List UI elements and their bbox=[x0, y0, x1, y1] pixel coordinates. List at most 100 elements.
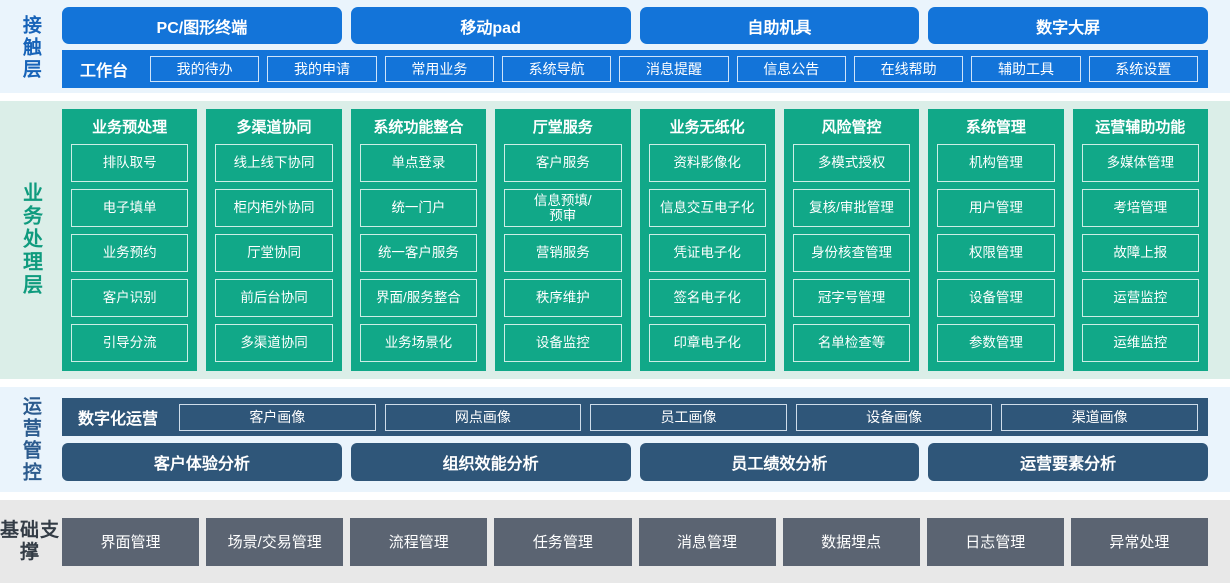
portrait-item-customer[interactable]: 客户画像 bbox=[179, 403, 376, 431]
base-item-message-management[interactable]: 消息管理 bbox=[638, 517, 776, 566]
business-column-preprocess: 业务预处理 排队取号 电子填单 业务预约 客户识别 引导分流 bbox=[62, 108, 198, 371]
business-item[interactable]: 线上线下协同 bbox=[215, 143, 333, 182]
operations-layer-body: 数字化运营 客户画像 网点画像 员工画像 设备画像 渠道画像 客户体验分析 组织… bbox=[60, 393, 1230, 487]
analysis-item-operation-factors[interactable]: 运营要素分析 bbox=[928, 443, 1208, 482]
business-item[interactable]: 考培管理 bbox=[1081, 188, 1199, 227]
analysis-item-org-efficiency[interactable]: 组织效能分析 bbox=[350, 443, 631, 482]
portrait-item-device[interactable]: 设备画像 bbox=[795, 403, 993, 431]
business-item[interactable]: 信息预填/ 预审 bbox=[504, 188, 622, 227]
base-item-data-tracking[interactable]: 数据埋点 bbox=[782, 517, 920, 566]
business-item[interactable]: 复核/审批管理 bbox=[792, 188, 911, 227]
business-item[interactable]: 冠字号管理 bbox=[792, 278, 911, 317]
operations-layer-label: 运营管控 bbox=[0, 393, 60, 487]
workbench-item-announcement[interactable]: 信息公告 bbox=[736, 56, 846, 83]
business-item[interactable]: 设备监控 bbox=[504, 323, 622, 362]
operations-layer: 运营管控 数字化运营 客户画像 网点画像 员工画像 设备画像 渠道画像 客户体验… bbox=[0, 386, 1230, 493]
business-item[interactable]: 前后台协同 bbox=[215, 278, 333, 317]
portrait-item-branch[interactable]: 网点画像 bbox=[384, 403, 582, 431]
touch-layer-label: 接触层 bbox=[0, 6, 60, 89]
business-layer-label: 业务处理层 bbox=[0, 109, 60, 371]
channel-row: PC/图形终端 移动pad 自助机具 数字大屏 bbox=[60, 7, 1230, 45]
base-item-scene-transaction-management[interactable]: 场景/交易管理 bbox=[206, 517, 344, 566]
business-item[interactable]: 故障上报 bbox=[1081, 233, 1199, 272]
business-column-title: 系统功能整合 bbox=[373, 118, 464, 136]
business-item[interactable]: 业务预约 bbox=[71, 233, 189, 272]
business-item[interactable]: 客户识别 bbox=[71, 278, 189, 317]
business-item[interactable]: 排队取号 bbox=[71, 143, 189, 182]
business-item[interactable]: 营销服务 bbox=[504, 233, 622, 272]
workbench-item-aux-tools[interactable]: 辅助工具 bbox=[971, 56, 1081, 83]
business-item[interactable]: 名单检查等 bbox=[792, 323, 911, 362]
business-item[interactable]: 统一客户服务 bbox=[359, 233, 478, 272]
business-item[interactable]: 印章电子化 bbox=[648, 323, 766, 362]
workbench-item-common-business[interactable]: 常用业务 bbox=[384, 56, 494, 83]
workbench-item-system-settings[interactable]: 系统设置 bbox=[1088, 56, 1198, 83]
business-item[interactable]: 设备管理 bbox=[937, 278, 1055, 317]
business-column-items: 资料影像化 信息交互电子化 凭证电子化 签名电子化 印章电子化 bbox=[648, 143, 766, 362]
business-layer-body: 业务预处理 排队取号 电子填单 业务预约 客户识别 引导分流 多渠道协同 线上线… bbox=[60, 108, 1230, 371]
business-item[interactable]: 电子填单 bbox=[71, 188, 189, 227]
business-column-lobby-service: 厅堂服务 客户服务 信息预填/ 预审 营销服务 秩序维护 设备监控 bbox=[495, 108, 631, 371]
business-column-title: 业务无纸化 bbox=[669, 118, 745, 136]
business-column-title: 运营辅助功能 bbox=[1095, 118, 1186, 136]
base-support-row: 界面管理 场景/交易管理 流程管理 任务管理 消息管理 数据埋点 日志管理 异常… bbox=[62, 517, 1208, 566]
business-column-items: 排队取号 电子填单 业务预约 客户识别 引导分流 bbox=[71, 143, 189, 362]
base-item-ui-management[interactable]: 界面管理 bbox=[62, 517, 200, 566]
business-item[interactable]: 运营监控 bbox=[1081, 278, 1199, 317]
base-item-log-management[interactable]: 日志管理 bbox=[926, 517, 1064, 566]
workbench-item-my-todo[interactable]: 我的待办 bbox=[150, 56, 260, 83]
workbench-item-system-nav[interactable]: 系统导航 bbox=[502, 56, 612, 83]
base-item-process-management[interactable]: 流程管理 bbox=[350, 517, 488, 566]
analysis-item-employee-performance[interactable]: 员工绩效分析 bbox=[639, 443, 920, 482]
business-item[interactable]: 身份核查管理 bbox=[792, 233, 911, 272]
business-item[interactable]: 凭证电子化 bbox=[648, 233, 766, 272]
workbench-item-message-alert[interactable]: 消息提醒 bbox=[619, 56, 729, 83]
base-item-task-management[interactable]: 任务管理 bbox=[494, 517, 632, 566]
touch-layer: 接触层 PC/图形终端 移动pad 自助机具 数字大屏 工作台 我的待办 我的申… bbox=[0, 0, 1230, 94]
business-item[interactable]: 用户管理 bbox=[937, 188, 1055, 227]
business-item[interactable]: 资料影像化 bbox=[648, 143, 766, 182]
business-item[interactable]: 客户服务 bbox=[504, 143, 622, 182]
business-item[interactable]: 参数管理 bbox=[937, 323, 1055, 362]
business-item[interactable]: 多渠道协同 bbox=[215, 323, 333, 362]
business-item[interactable]: 多媒体管理 bbox=[1081, 143, 1199, 182]
base-support-layer-label: 基础支撑 bbox=[0, 508, 60, 575]
business-item[interactable]: 厅堂协同 bbox=[215, 233, 333, 272]
workbench-title: 工作台 bbox=[80, 63, 129, 81]
channel-mobile-pad[interactable]: 移动pad bbox=[350, 7, 631, 45]
base-item-exception-handling[interactable]: 异常处理 bbox=[1070, 517, 1208, 566]
business-column-items: 机构管理 用户管理 权限管理 设备管理 参数管理 bbox=[937, 143, 1055, 362]
business-item[interactable]: 柜内柜外协同 bbox=[215, 188, 333, 227]
business-column-system-management: 系统管理 机构管理 用户管理 权限管理 设备管理 参数管理 bbox=[928, 108, 1064, 371]
business-item[interactable]: 信息交互电子化 bbox=[648, 188, 766, 227]
business-column-items: 线上线下协同 柜内柜外协同 厅堂协同 前后台协同 多渠道协同 bbox=[215, 143, 333, 362]
analysis-item-customer-experience[interactable]: 客户体验分析 bbox=[62, 443, 342, 482]
digital-operations-title: 数字化运营 bbox=[78, 411, 159, 429]
business-column-system-integration: 系统功能整合 单点登录 统一门户 统一客户服务 界面/服务整合 业务场景化 bbox=[350, 108, 487, 371]
business-item[interactable]: 业务场景化 bbox=[359, 323, 478, 362]
business-item[interactable]: 单点登录 bbox=[359, 143, 478, 182]
business-column-title: 厅堂服务 bbox=[532, 118, 593, 136]
portrait-item-channel[interactable]: 渠道画像 bbox=[1001, 403, 1198, 431]
business-item[interactable]: 统一门户 bbox=[359, 188, 478, 227]
channel-self-service[interactable]: 自助机具 bbox=[639, 7, 920, 45]
business-columns: 业务预处理 排队取号 电子填单 业务预约 客户识别 引导分流 多渠道协同 线上线… bbox=[60, 108, 1230, 371]
business-item[interactable]: 界面/服务整合 bbox=[359, 278, 478, 317]
business-item[interactable]: 签名电子化 bbox=[648, 278, 766, 317]
channel-pc[interactable]: PC/图形终端 bbox=[62, 7, 342, 45]
workbench-item-my-application[interactable]: 我的申请 bbox=[267, 56, 377, 83]
business-item[interactable]: 多模式授权 bbox=[792, 143, 911, 182]
layer-divider-3 bbox=[0, 492, 1230, 501]
workbench-item-online-help[interactable]: 在线帮助 bbox=[853, 56, 964, 83]
workbench-bar: 工作台 我的待办 我的申请 常用业务 系统导航 消息提醒 信息公告 在线帮助 辅… bbox=[62, 50, 1208, 89]
business-item[interactable]: 引导分流 bbox=[71, 323, 189, 362]
channel-digital-screen[interactable]: 数字大屏 bbox=[928, 7, 1208, 45]
portrait-item-employee[interactable]: 员工画像 bbox=[590, 403, 787, 431]
business-item[interactable]: 运维监控 bbox=[1081, 323, 1199, 362]
business-item[interactable]: 秩序维护 bbox=[504, 278, 622, 317]
base-support-layer-label-text: 基础支撑 bbox=[0, 519, 61, 563]
business-column-title: 业务预处理 bbox=[92, 118, 168, 136]
business-item[interactable]: 机构管理 bbox=[937, 143, 1055, 182]
business-item[interactable]: 权限管理 bbox=[937, 233, 1055, 272]
